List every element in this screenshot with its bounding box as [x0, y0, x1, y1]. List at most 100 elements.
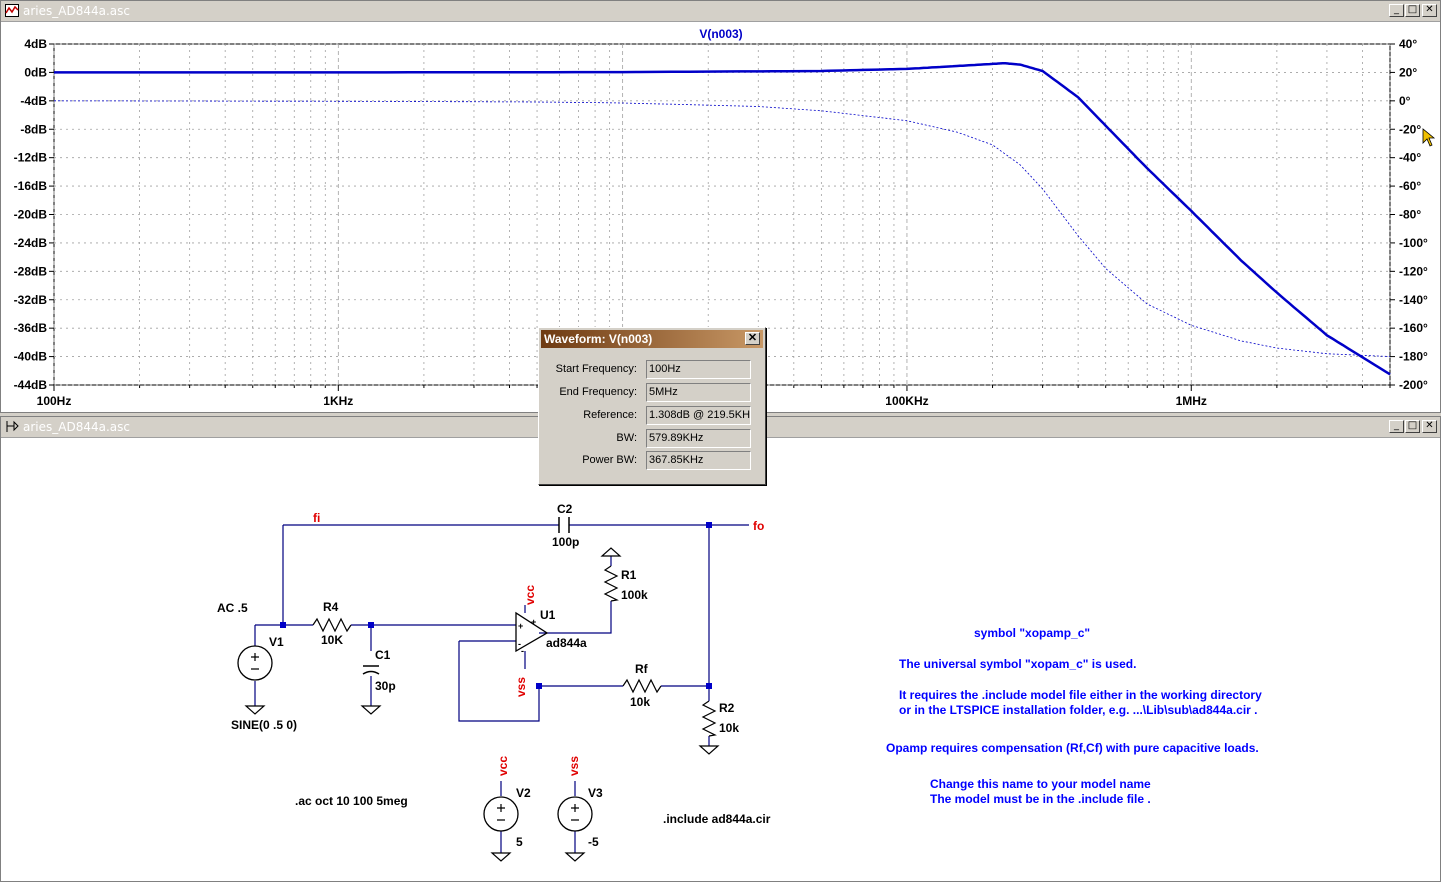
- waveform-titlebar[interactable]: aries_AD844a.asc _ □ ✕: [1, 1, 1440, 22]
- r2-value[interactable]: 10k: [719, 721, 739, 735]
- dialog-row-end-frequency: End Frequency: 5MHz: [539, 383, 765, 403]
- c1-name[interactable]: C1: [375, 648, 391, 662]
- resistor-rf[interactable]: [622, 678, 662, 694]
- y-tick-label-right: -20°: [1399, 122, 1421, 136]
- dialog-row-bw: BW: 579.89KHz: [539, 429, 765, 449]
- schematic-canvas[interactable]: + - + - fi fo C2 100p R1 100k vcc U1 ad8…: [1, 417, 1440, 881]
- close-button[interactable]: ✕: [1422, 4, 1437, 17]
- y-tick-label-left: -24dB: [14, 236, 48, 250]
- schematic-window-title: aries_AD844a.asc: [23, 420, 130, 434]
- y-tick-label-right: 40°: [1399, 37, 1417, 51]
- net-label-fo[interactable]: fo: [753, 519, 764, 533]
- y-tick-label-right: 0°: [1399, 94, 1411, 108]
- trace-label[interactable]: V(n003): [699, 27, 742, 41]
- y-tick-label-left: -16dB: [14, 179, 48, 193]
- minimize-button[interactable]: _: [1389, 420, 1404, 433]
- waveform-info-dialog[interactable]: Waveform: V(n003) ✕ Start Frequency: 100…: [538, 327, 766, 485]
- comment-requires-2[interactable]: or in the LTSPICE installation folder, e…: [899, 703, 1258, 717]
- y-tick-label-left: -36dB: [14, 321, 48, 335]
- comment-universal[interactable]: The universal symbol "xopam_c" is used.: [899, 657, 1136, 671]
- y-tick-label-right: -80°: [1399, 208, 1421, 222]
- resistor-r4[interactable]: [312, 617, 352, 633]
- y-tick-label-right: 20°: [1399, 65, 1417, 79]
- y-tick-label-left: -4dB: [20, 94, 47, 108]
- schematic-window[interactable]: aries_AD844a.asc _ □ ✕: [0, 416, 1441, 882]
- magnitude-trace[interactable]: [54, 61, 1391, 376]
- maximize-button[interactable]: □: [1405, 420, 1420, 433]
- vss-label-v3[interactable]: vss: [567, 756, 581, 776]
- power-bw-label: Power BW:: [582, 454, 637, 466]
- rf-name[interactable]: Rf: [635, 662, 649, 676]
- ground-symbols: [244, 547, 720, 862]
- r2-name[interactable]: R2: [719, 701, 735, 715]
- v3-value[interactable]: -5: [588, 835, 599, 849]
- y-tick-label-right: -200°: [1399, 378, 1428, 392]
- u1-value[interactable]: ad844a: [546, 636, 587, 650]
- comment-symbol[interactable]: symbol "xopamp_c": [974, 626, 1090, 640]
- v2-name[interactable]: V2: [516, 786, 531, 800]
- y-tick-label-left: -40dB: [14, 350, 48, 364]
- u1-name[interactable]: U1: [540, 608, 556, 622]
- r4-value[interactable]: 10K: [321, 633, 343, 647]
- opamp-u1[interactable]: [515, 611, 549, 653]
- bw-field[interactable]: 579.89KHz: [646, 429, 751, 448]
- include-directive[interactable]: .include ad844a.cir: [663, 812, 771, 826]
- end-frequency-field[interactable]: 5MHz: [646, 383, 751, 402]
- x-tick-label: 100KHz: [885, 394, 928, 408]
- c1-value[interactable]: 30p: [375, 679, 396, 693]
- r4-name[interactable]: R4: [323, 600, 339, 614]
- reference-field[interactable]: 1.308dB @ 219.5KH: [646, 406, 751, 425]
- capacitor-c2[interactable]: [558, 517, 570, 533]
- sine-label[interactable]: SINE(0 .5 0): [231, 718, 297, 732]
- vcc-label-opamp[interactable]: vcc: [523, 585, 537, 605]
- wires: [254, 524, 749, 853]
- resistor-r2[interactable]: [701, 700, 717, 737]
- dialog-row-reference: Reference: 1.308dB @ 219.5KH: [539, 406, 765, 426]
- v2-value[interactable]: 5: [516, 835, 523, 849]
- dialog-close-icon[interactable]: ✕: [745, 332, 760, 345]
- dialog-titlebar[interactable]: Waveform: V(n003) ✕: [541, 330, 763, 348]
- x-tick-label: 1KHz: [323, 394, 353, 408]
- v1-name[interactable]: V1: [269, 635, 284, 649]
- comment-requires-1[interactable]: It requires the .include model file eith…: [899, 688, 1262, 702]
- end-frequency-label: End Frequency:: [559, 386, 637, 398]
- net-label-fi[interactable]: fi: [313, 511, 320, 525]
- comment-change-2[interactable]: The model must be in the .include file .: [930, 792, 1151, 806]
- comment-compensation[interactable]: Opamp requires compensation (Rf,Cf) with…: [886, 741, 1259, 755]
- rf-value[interactable]: 10k: [630, 695, 650, 709]
- minimize-button[interactable]: _: [1389, 4, 1404, 17]
- y-tick-label-right: -180°: [1399, 350, 1428, 364]
- y-tick-label-right: -120°: [1399, 264, 1428, 278]
- vss-label-opamp[interactable]: vss: [514, 677, 528, 697]
- mouse-cursor-icon: [1422, 128, 1436, 147]
- r1-value[interactable]: 100k: [621, 588, 648, 602]
- v3-name[interactable]: V3: [588, 786, 603, 800]
- dialog-title: Waveform: V(n003): [544, 332, 653, 346]
- bw-label: BW:: [616, 432, 637, 444]
- y-tick-label-right: -40°: [1399, 151, 1421, 165]
- capacitor-c1[interactable]: [362, 665, 380, 675]
- ac-directive[interactable]: .ac oct 10 100 5meg: [295, 794, 408, 808]
- voltage-source-v3[interactable]: [557, 796, 593, 832]
- start-frequency-field[interactable]: 100Hz: [646, 360, 751, 379]
- waveform-window-title: aries_AD844a.asc: [23, 4, 130, 18]
- power-bw-field[interactable]: 367.85KHz: [646, 451, 751, 470]
- comment-change-1[interactable]: Change this name to your model name: [930, 777, 1151, 791]
- voltage-source-v1[interactable]: [237, 645, 273, 681]
- r1-name[interactable]: R1: [621, 568, 637, 582]
- ac-label[interactable]: AC .5: [217, 601, 248, 615]
- phase-trace[interactable]: [53, 100, 1391, 357]
- start-frequency-label: Start Frequency:: [555, 363, 637, 375]
- vcc-label-v2[interactable]: vcc: [496, 756, 510, 776]
- y-tick-label-left: -20dB: [14, 208, 48, 222]
- c2-name[interactable]: C2: [557, 502, 573, 516]
- maximize-button[interactable]: □: [1405, 4, 1420, 17]
- y-tick-label-right: -140°: [1399, 293, 1428, 307]
- close-button[interactable]: ✕: [1422, 420, 1437, 433]
- y-tick-label-left: -32dB: [14, 293, 48, 307]
- resistor-r1[interactable]: [603, 565, 619, 602]
- y-tick-label-right: -60°: [1399, 179, 1421, 193]
- c2-value[interactable]: 100p: [552, 535, 579, 549]
- voltage-source-v2[interactable]: [483, 796, 519, 832]
